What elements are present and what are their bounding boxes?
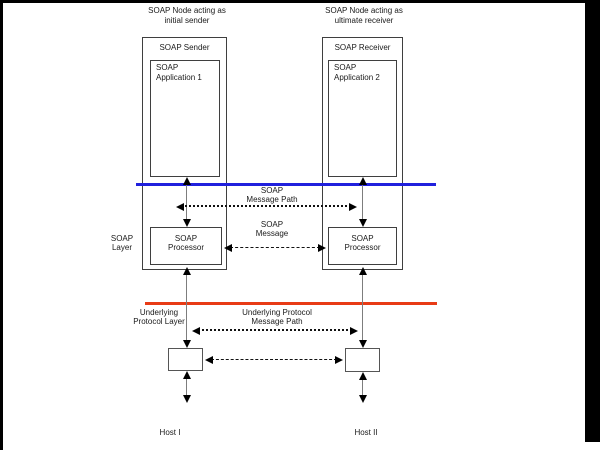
label-line: SOAP [334,63,357,72]
caption-line: SOAP Node acting as [148,6,226,15]
label-line: Message Path [251,317,303,326]
arrow-processor1-binding [182,267,191,348]
arrowhead-down-icon [358,340,367,348]
soap-message-label: SOAP Message [232,220,312,238]
label-line: SOAP [260,186,284,195]
label-line: SOAP [174,234,198,243]
arrowhead-up-icon [358,267,367,275]
underlying-protocol-message-path-label: Underlying Protocol Message Path [227,308,327,326]
arrowhead-left-icon [176,202,184,211]
label-line: Underlying Protocol [242,308,312,317]
arrowhead-right-icon [335,355,343,364]
label-line: Processor [344,243,381,252]
arrowhead-down-icon [358,219,367,227]
label-line: Application 1 [156,73,202,82]
arrowhead-up-icon [358,177,367,185]
frame-left-edge [0,0,3,450]
arrow-soap-message [224,243,326,252]
arrowhead-up-icon [182,371,191,379]
arrowhead-left-icon [224,243,232,252]
label-line: SOAP [351,234,374,243]
soap-layer-label: SOAP Layer [100,234,144,252]
arrow-app2-processor [358,177,367,227]
protocol-endpoint-right-box [345,348,380,372]
arrow-host1-network [182,371,191,403]
arrowhead-down-icon [182,340,191,348]
arrow-underlying-message-path [192,326,358,335]
caption-initial-sender-node: SOAP Node acting as initial sender [132,6,242,26]
soap-processor-left-box [150,227,222,265]
soap-sender-title: SOAP Sender [159,43,210,52]
soap-processor-right-box [328,227,397,265]
arrowhead-down-icon [358,395,367,403]
frame-top-edge [0,0,600,3]
label-line: Processor [167,243,204,252]
arrowhead-up-icon [358,372,367,380]
soap-application-1-box [150,60,220,177]
underlying-protocol-layer-line [145,302,437,305]
caption-ultimate-receiver-node: SOAP Node acting as ultimate receiver [309,6,419,26]
caption-line: ultimate receiver [334,16,394,25]
soap-message-path-label: SOAP Message Path [232,186,312,204]
label-line: Message [255,229,289,238]
soap-layer-line [136,183,436,186]
arrow-processor2-binding [358,267,367,348]
arrowhead-down-icon [182,395,191,403]
soap-application-2-box [328,60,397,177]
soap-application-1-label: SOAP Application 1 [156,63,216,83]
label-line: SOAP [156,63,179,72]
label-line: SOAP [110,234,134,243]
arrow-underlying-message [205,355,343,364]
arrow-soap-message-path [176,202,357,211]
arrowhead-left-icon [205,355,213,364]
caption-line: SOAP Node acting as [325,6,403,15]
label-line: Underlying [139,308,179,317]
arrowhead-up-icon [182,267,191,275]
arrowhead-right-icon [349,202,357,211]
label-line: Layer [111,243,132,252]
arrowhead-right-icon [318,243,326,252]
protocol-endpoint-left-box [168,348,203,371]
frame-right-edge [585,0,600,442]
soap-application-2-label: SOAP Application 2 [334,63,394,83]
label-line: Message Path [246,195,298,204]
soap-processor-left-label: SOAP Processor [150,234,222,252]
label-line: Application 2 [334,73,380,82]
arrow-app1-processor [182,177,191,227]
host-2-label: Host II [354,428,378,437]
label-line: Protocol Layer [133,317,185,326]
soap-processor-right-label: SOAP Processor [328,234,397,252]
caption-line: initial sender [164,16,210,25]
arrow-host2-network [358,372,367,403]
label-line: SOAP [260,220,284,229]
arrowhead-down-icon [182,219,191,227]
arrowhead-up-icon [182,177,191,185]
arrowhead-left-icon [192,326,200,335]
soap-receiver-title: SOAP Receiver [334,43,391,52]
underlying-protocol-layer-label: Underlying Protocol Layer [117,308,201,326]
host-1-label: Host I [159,428,181,437]
arrowhead-right-icon [350,326,358,335]
